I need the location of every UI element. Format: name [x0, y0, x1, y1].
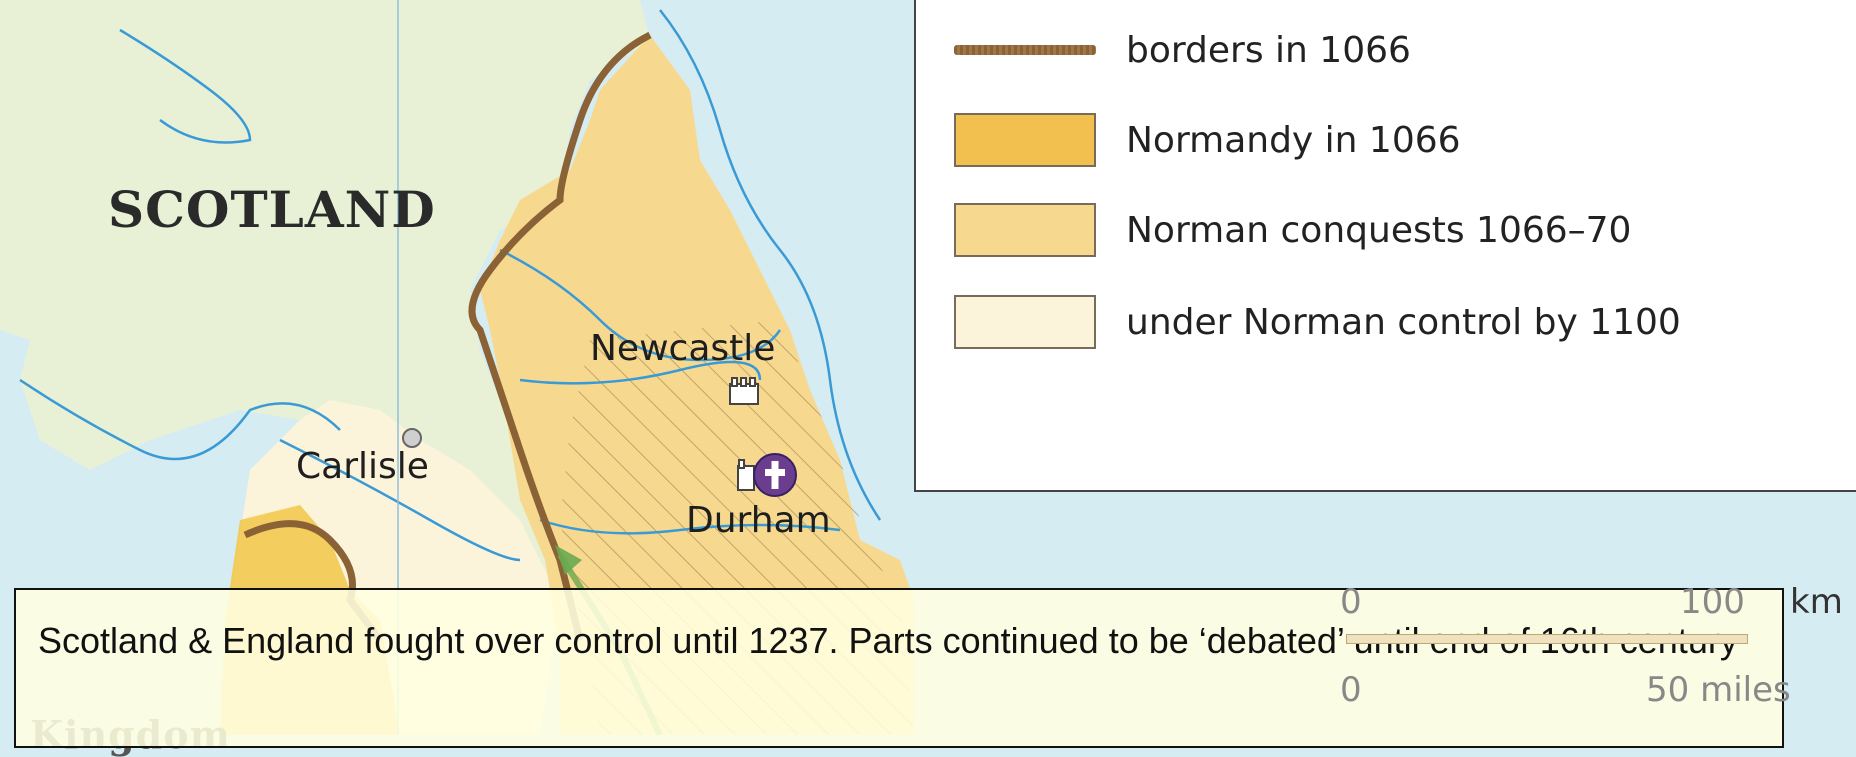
caption-box: Scotland & England fought over control u… [14, 588, 1784, 748]
legend-label: borders in 1066 [1126, 29, 1411, 71]
normandy-swatch [954, 113, 1096, 167]
river [539, 518, 841, 535]
control-1100-swatch [954, 295, 1096, 349]
cathedral-cross-icon [753, 453, 797, 497]
place-carlisle: Carlisle [296, 446, 429, 487]
coastline [19, 378, 341, 461]
scale-bar [1346, 634, 1748, 644]
river [279, 438, 521, 562]
legend-label: under Norman control by 1100 [1126, 301, 1681, 343]
legend-label: Norman conquests 1066–70 [1126, 209, 1632, 251]
conquests-swatch [954, 203, 1096, 257]
legend-item-norman-conquests: Norman conquests 1066–70 [954, 200, 1631, 260]
town-dot-icon [402, 428, 422, 448]
legend-item-normandy-1066: Normandy in 1066 [954, 110, 1461, 170]
scale-km-start: 0 [1340, 582, 1362, 622]
scale-mi-start: 0 [1340, 670, 1362, 710]
legend-item-borders-1066: borders in 1066 [954, 20, 1411, 80]
coastline [119, 28, 252, 144]
region-label-scotland: SCOTLAND [108, 180, 436, 239]
scotland-land [0, 0, 650, 600]
scale-km-end: 100 [1680, 582, 1745, 622]
legend-item-control-1100: under Norman control by 1100 [954, 292, 1681, 352]
border-1066-line [243, 520, 383, 643]
border-line-swatch [954, 45, 1096, 55]
coastline [659, 9, 882, 521]
place-newcastle: Newcastle [590, 328, 776, 369]
scale-km-unit: km [1790, 582, 1843, 622]
scale-mi-end: 50 miles [1646, 670, 1791, 710]
legend-label: Normandy in 1066 [1126, 119, 1461, 161]
castle-icon [729, 377, 759, 405]
place-durham: Durham [686, 500, 831, 541]
border-1066-line [468, 31, 652, 641]
arrow-head [555, 545, 582, 575]
river [519, 360, 762, 385]
map-legend: borders in 1066 Normandy in 1066 Norman … [914, 0, 1856, 492]
river [499, 248, 782, 362]
